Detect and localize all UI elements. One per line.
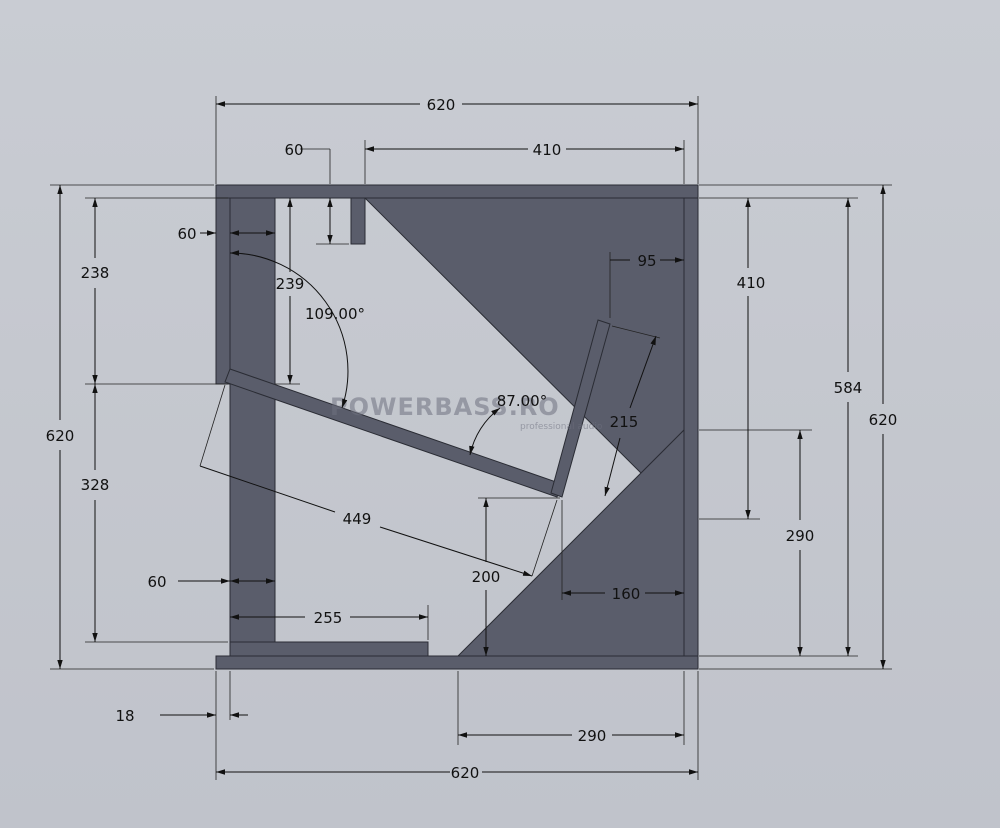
dim-bottom-width: 620	[451, 764, 480, 782]
lower-right-wedge	[456, 428, 685, 657]
watermark-tagline: professional audio	[520, 422, 603, 432]
dim-triangle-height: 200	[472, 568, 501, 586]
dim-inner-drop: 239	[276, 275, 305, 293]
dim-right-upper-height: 410	[737, 274, 766, 292]
dimension-lines	[50, 96, 892, 780]
port-floor-panel	[229, 641, 429, 657]
left-wall-upper-panel	[215, 197, 231, 385]
watermark-logo: POWERBASS.RO	[330, 393, 560, 421]
dim-port-gap: 60	[284, 141, 303, 159]
dim-top-width: 620	[427, 96, 456, 114]
right-wall-panel	[683, 197, 699, 657]
dim-angle-lower: 87.00°	[497, 392, 547, 410]
dim-upper-left-height: 238	[81, 264, 110, 282]
dim-angled-panel-length: 215	[610, 413, 639, 431]
angled-port-panel	[550, 319, 611, 498]
dim-right-inner-height: 584	[834, 379, 863, 397]
small-port-tab	[350, 197, 366, 245]
slanted-baffle-panel	[224, 368, 563, 498]
dim-triangle-offset: 160	[612, 585, 641, 603]
dim-material-thickness: 18	[115, 707, 134, 725]
bottom-panel	[215, 655, 699, 670]
dim-bottom-panel-length: 255	[314, 609, 343, 627]
top-panel	[215, 184, 699, 199]
angle-arc-upper	[229, 250, 349, 409]
port-divider-panel	[229, 197, 276, 643]
dim-lower-left-thickness: 60	[147, 573, 166, 591]
dim-right-upper-offset: 95	[637, 252, 656, 270]
dim-port-wall-length: 410	[533, 141, 562, 159]
dim-left-wall-thickness: 60	[177, 225, 196, 243]
dim-lower-left-height: 328	[81, 476, 110, 494]
dimension-labels: 620 60 410 60 238 239 109.00° 620 328 87…	[46, 96, 898, 782]
dim-left-overall-height: 620	[46, 427, 75, 445]
dim-baffle-length: 449	[343, 510, 372, 528]
enclosure-panels	[215, 184, 699, 670]
dim-angle-upper: 109.00°	[305, 305, 365, 323]
angle-arc-lower	[469, 407, 501, 456]
watermark: POWERBASS.RO professional audio	[330, 393, 603, 432]
dim-right-lower-height: 290	[786, 527, 815, 545]
dim-right-overall-height: 620	[869, 411, 898, 429]
dim-bottom-triangle-width: 290	[578, 727, 607, 745]
